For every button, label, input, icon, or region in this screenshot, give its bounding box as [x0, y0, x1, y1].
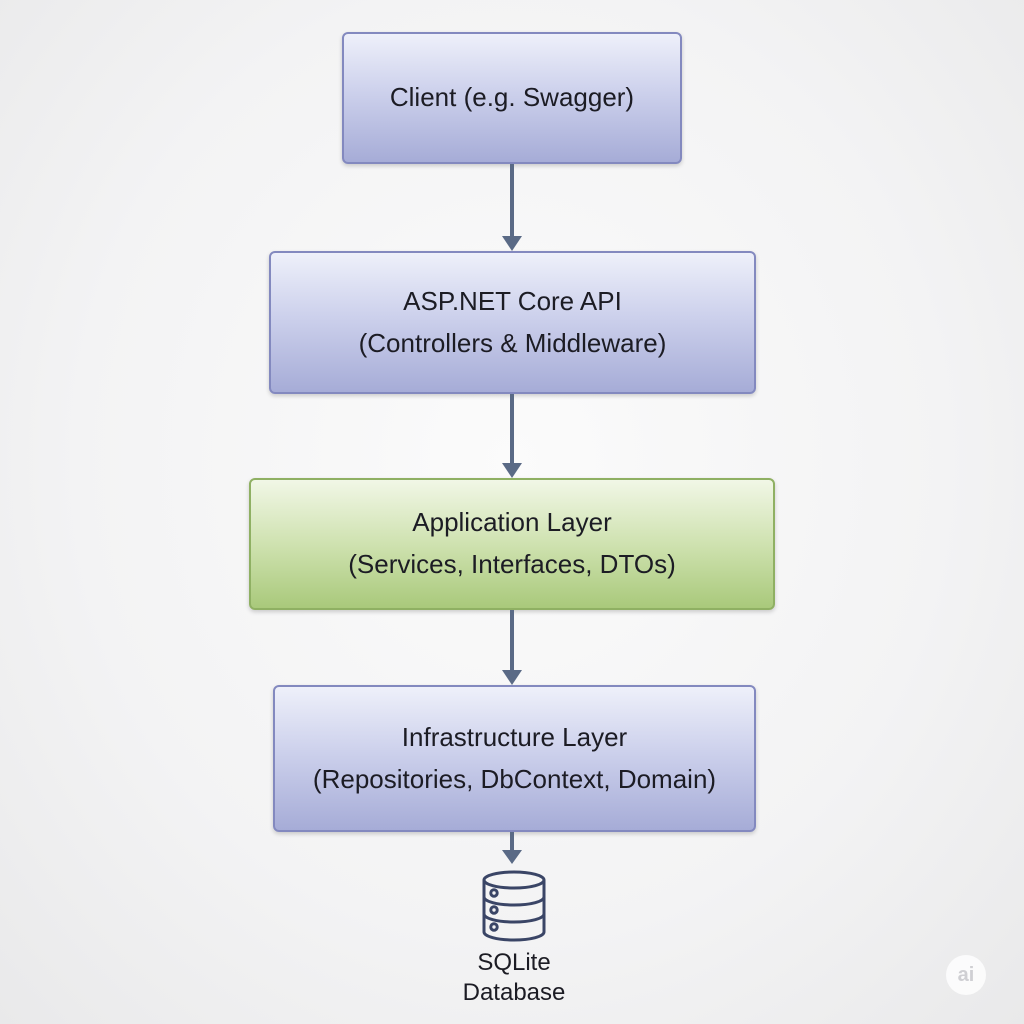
- application-layer-box: Application Layer (Services, Interfaces,…: [249, 478, 775, 610]
- database-label-line1: SQLite: [477, 949, 551, 976]
- application-layer-subtitle: (Services, Interfaces, DTOs): [348, 549, 676, 579]
- client-box: Client (e.g. Swagger): [342, 32, 682, 164]
- infrastructure-layer-box: Infrastructure Layer (Repositories, DbCo…: [273, 685, 756, 832]
- infrastructure-layer-subtitle: (Repositories, DbContext, Domain): [312, 763, 717, 794]
- api-layer-box: ASP.NET Core API (Controllers & Middlewa…: [269, 251, 756, 394]
- api-layer-title: ASP.NET Core API: [403, 285, 622, 316]
- client-box-label: Client (e.g. Swagger): [389, 82, 635, 113]
- arrowhead-api: [502, 236, 522, 251]
- infrastructure-layer-title: Infrastructure Layer: [401, 721, 628, 752]
- api-layer-subtitle: (Controllers & Middleware): [358, 327, 667, 358]
- database-icon: [482, 870, 546, 942]
- arrowhead-database: [502, 850, 522, 864]
- arrowhead-infrastructure: [502, 670, 522, 685]
- database-label: SQLite Database: [412, 948, 616, 1008]
- database-label-line2: Database: [462, 979, 566, 1006]
- arrowhead-application: [502, 463, 522, 478]
- watermark-badge: ai: [946, 955, 986, 995]
- application-layer-title: Application Layer: [412, 507, 612, 538]
